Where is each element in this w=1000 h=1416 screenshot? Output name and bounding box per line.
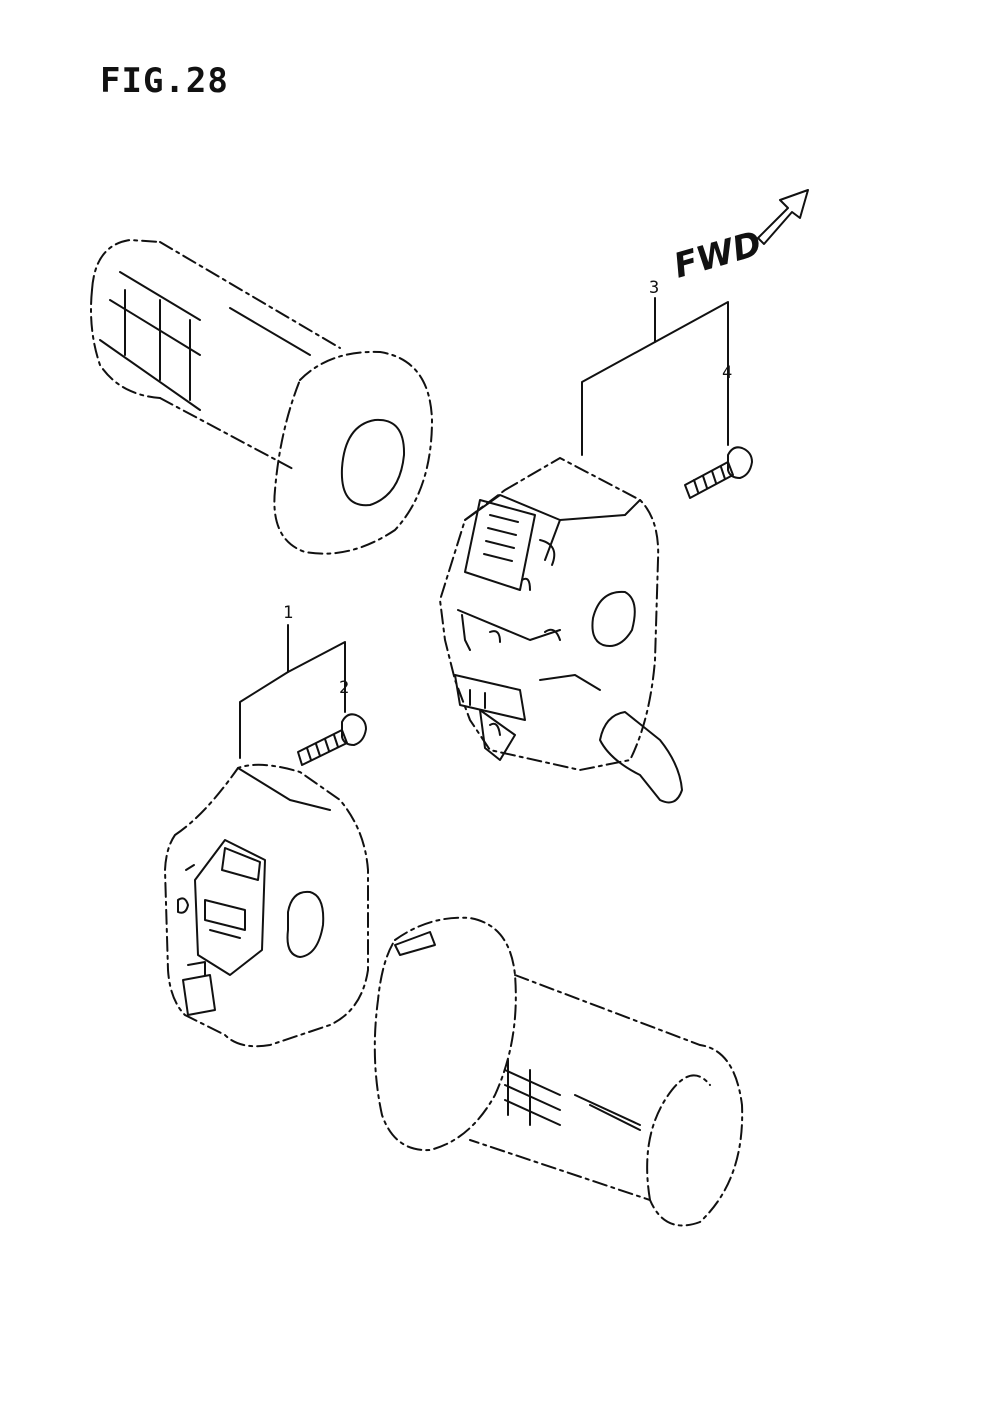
leader-line-2	[287, 641, 346, 713]
forward-arrow-icon	[757, 189, 809, 245]
right-handlebar-throttle-grip	[373, 916, 744, 1227]
forward-direction-indicator: FWD	[669, 189, 809, 287]
callout-leaders	[239, 297, 729, 759]
right-handlebar-switch-assembly	[438, 456, 683, 804]
figure-title: FIG.28	[100, 61, 229, 101]
callout-number-3: 3	[649, 278, 659, 298]
callout-number-2: 2	[339, 678, 349, 698]
left-handlebar-grip	[90, 238, 434, 555]
screw-item-4	[684, 446, 753, 499]
leader-line-1	[239, 624, 289, 759]
leader-line-3	[581, 297, 656, 456]
callout-number-4: 4	[722, 363, 732, 383]
fwd-label: FWD	[669, 224, 766, 287]
screw-item-2	[297, 713, 367, 766]
left-handlebar-switch-assembly	[163, 763, 369, 1048]
leader-line-4	[654, 301, 729, 446]
callout-number-1: 1	[283, 603, 293, 623]
